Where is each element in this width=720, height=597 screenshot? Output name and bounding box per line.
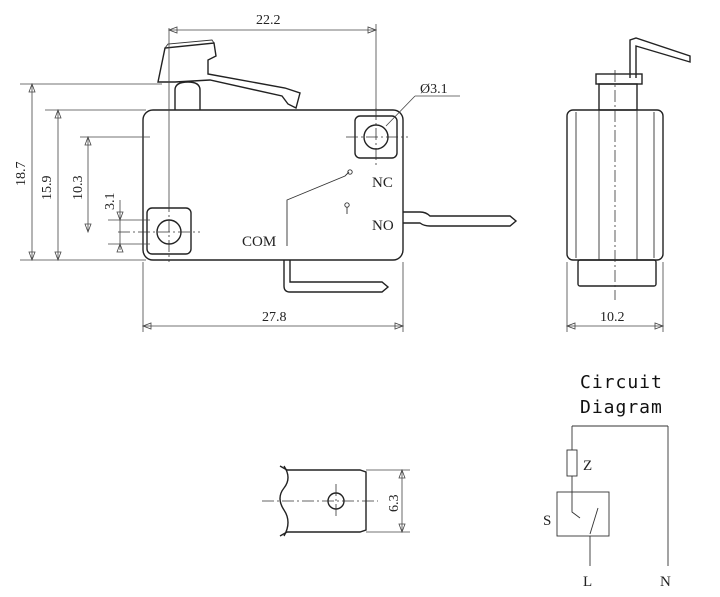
- label-no: NO: [372, 218, 394, 234]
- dim-terminal-width: 6.3: [387, 495, 402, 513]
- circuit-title-line1: Circuit: [580, 372, 663, 393]
- circuit-label-s: S: [543, 513, 551, 529]
- dim-body-length: 27.8: [262, 310, 287, 325]
- switch-box: [556, 491, 610, 537]
- dim-height-total: 18.7: [14, 162, 29, 187]
- contact-spring: [286, 171, 350, 246]
- dim-side-width: 10.2: [600, 310, 625, 325]
- resistor-z: [566, 449, 578, 477]
- terminal-com: [283, 260, 390, 293]
- front-view: [118, 24, 518, 293]
- front-dimensions: 22.2 Ø3.1 18.7 15.9 10.3 3.1 27.8: [14, 13, 460, 332]
- side-view: 10.2: [565, 37, 691, 332]
- dim-top-width: 22.2: [256, 13, 281, 28]
- circuit-title-line2: Diagram: [580, 397, 663, 418]
- lever-arm: [157, 42, 301, 110]
- plunger: [174, 81, 201, 110]
- terminal-detail: 6.3: [262, 465, 410, 537]
- dim-height-mid: 15.9: [40, 176, 55, 201]
- label-nc: NC: [372, 175, 393, 191]
- circuit-label-l: L: [583, 574, 592, 590]
- side-lever: [629, 37, 691, 78]
- circuit-label-z: Z: [583, 458, 592, 474]
- terminal-no: [403, 211, 518, 227]
- label-com: COM: [242, 234, 276, 250]
- dim-hole-diameter: Ø3.1: [420, 82, 448, 97]
- circuit-label-n: N: [660, 574, 671, 590]
- switch-body: [142, 109, 404, 261]
- dim-height-hole-offset: 3.1: [103, 193, 118, 211]
- dim-height-holes: 10.3: [71, 176, 86, 201]
- circuit-diagram: Circuit Diagram Z S L N: [543, 372, 671, 590]
